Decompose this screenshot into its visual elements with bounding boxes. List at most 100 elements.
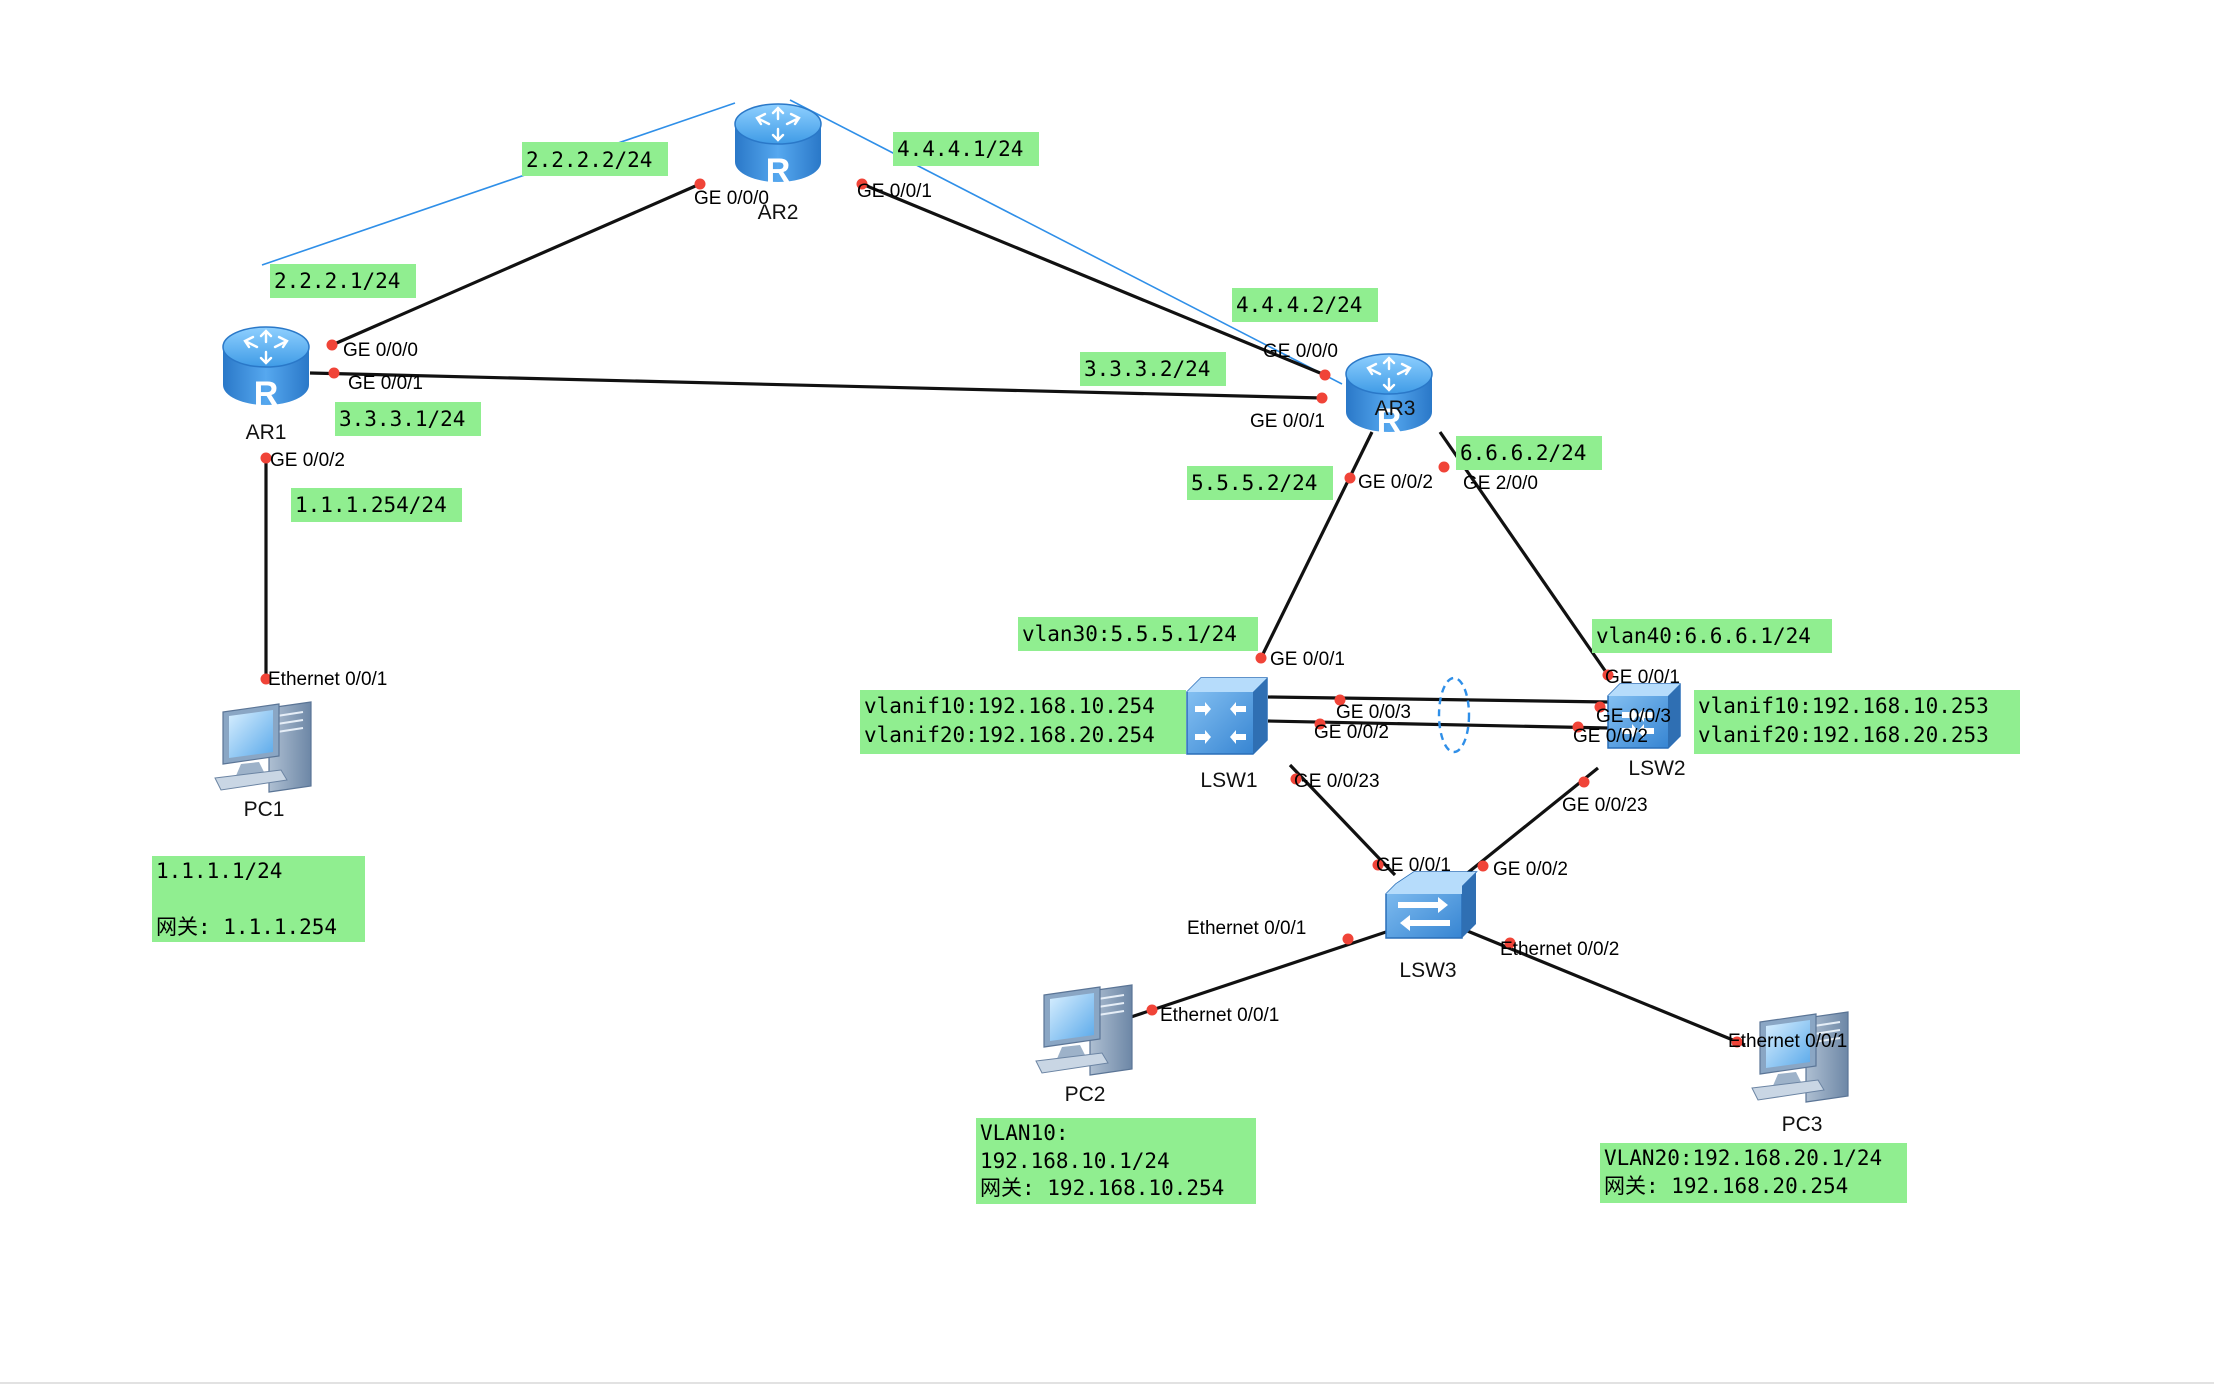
port-label: GE 2/0/0 <box>1463 473 1538 494</box>
layer3-switch-icon <box>1186 677 1268 755</box>
svg-text:R: R <box>254 375 279 413</box>
device-label-lsw2: LSW2 <box>1628 757 1685 780</box>
port-label: GE 0/0/2 <box>270 450 345 471</box>
note-pc1-gateway: 网关: 1.1.1.254 <box>156 915 337 939</box>
port-label: GE 0/0/2 <box>1573 726 1648 747</box>
port-label: GE 0/0/0 <box>343 340 418 361</box>
port-dot <box>1290 773 1302 785</box>
note-box <box>1018 617 1258 651</box>
note-pc1-ip: 1.1.1.1/24 <box>156 859 282 883</box>
link-lsw3-pc2 <box>1127 926 1399 1020</box>
link-lsw1-lsw2-ge003 <box>1267 695 1609 704</box>
note-box <box>1456 436 1602 470</box>
port-label: GE 0/0/1 <box>1605 667 1680 688</box>
port-label: Ethernet 0/0/1 <box>1187 918 1306 939</box>
port-dot <box>1504 937 1516 949</box>
device-label-pc1: PC1 <box>244 798 285 821</box>
note-box <box>1592 619 1832 653</box>
note-ar2-left: 2.2.2.2/24 <box>526 148 652 172</box>
port-label: GE 0/0/23 <box>1562 795 1648 816</box>
note-box <box>976 1118 1256 1204</box>
svg-text:R: R <box>1377 402 1402 440</box>
note-lsw2-vlanif10: vlanif10:192.168.10.253 <box>1698 694 1989 718</box>
port-dot <box>1146 1004 1158 1016</box>
eth-trunk-ellipse <box>1437 676 1471 754</box>
svg-text:R: R <box>766 152 791 190</box>
note-box <box>291 488 462 522</box>
link-lsw3-pc3 <box>1464 928 1746 1047</box>
area-mark-line-left <box>261 102 736 266</box>
port-dot <box>1438 461 1450 473</box>
note-box <box>1694 690 2020 754</box>
port-label: GE 0/0/1 <box>1250 411 1325 432</box>
note-ar3-top: 4.4.4.2/24 <box>1236 293 1362 317</box>
device-label-lsw3: LSW3 <box>1399 959 1456 982</box>
port-label: GE 0/0/3 <box>1596 706 1671 727</box>
device-label-pc2: PC2 <box>1065 1083 1106 1106</box>
pc-icon <box>214 701 312 793</box>
link-ar3-lsw2 <box>1438 431 1610 676</box>
port-dot <box>1372 859 1384 871</box>
router-ar3[interactable]: R <box>1345 353 1433 440</box>
port-dot <box>1344 472 1356 484</box>
link-ar1-ar3 <box>309 371 1323 400</box>
address-notes: 2.2.2.2/24 4.4.4.1/24 2.2.2.1/24 4.4.4.2… <box>152 132 2020 1204</box>
router-ar1[interactable]: R <box>222 326 310 413</box>
port-label: GE 0/0/0 <box>1263 341 1338 362</box>
note-pc2-vlan: VLAN10: <box>980 1121 1069 1145</box>
note-ar1-bottom: 1.1.1.254/24 <box>295 493 447 517</box>
link-lsw1-lsw3 <box>1288 763 1397 877</box>
port-dot <box>1477 860 1489 872</box>
router-icon: R <box>222 326 310 413</box>
note-lsw2-vlanif20: vlanif20:192.168.20.253 <box>1698 723 1989 747</box>
port-label: Ethernet 0/0/1 <box>1728 1031 1847 1052</box>
port-label: GE 0/0/2 <box>1314 722 1389 743</box>
layer2-switch-icon <box>1385 871 1478 939</box>
port-dot <box>1578 776 1590 788</box>
port-label: GE 0/0/3 <box>1336 702 1411 723</box>
router-icon: R <box>734 103 822 190</box>
router-ar2[interactable]: R <box>734 103 822 190</box>
port-dot <box>694 178 706 190</box>
note-ar1-mid: 3.3.3.1/24 <box>339 407 465 431</box>
port-label: GE 0/0/2 <box>1493 859 1568 880</box>
port-label: GE 0/0/1 <box>1376 855 1451 876</box>
device-label-ar2: AR2 <box>758 201 799 224</box>
port-label: GE 0/0/23 <box>1294 771 1380 792</box>
port-dot <box>260 452 272 464</box>
switch-lsw2[interactable] <box>1607 683 1681 749</box>
port-labels: GE 0/0/0 GE 0/0/1 GE 0/0/0 GE 0/0/1 GE 0… <box>268 181 1847 1052</box>
port-dots <box>260 178 1743 1048</box>
port-label: GE 0/0/1 <box>1270 649 1345 670</box>
switch-lsw3[interactable] <box>1385 871 1478 939</box>
port-dot <box>1594 701 1606 713</box>
port-label: GE 0/0/0 <box>694 188 769 209</box>
link-ar2-ar3 <box>861 182 1326 377</box>
switch-lsw1[interactable] <box>1186 677 1268 755</box>
link-ar1-ar2 <box>331 182 701 347</box>
note-pc2-ip: 192.168.10.1/24 <box>980 1149 1170 1173</box>
device-label-ar1: AR1 <box>246 421 287 444</box>
pc-pc3[interactable] <box>1751 1011 1849 1103</box>
note-pc2-gateway: 网关: 192.168.10.254 <box>980 1176 1224 1200</box>
pc-pc1[interactable] <box>214 701 312 793</box>
port-dot <box>1342 933 1354 945</box>
pc-pc2[interactable] <box>1035 984 1133 1076</box>
note-box <box>1232 288 1378 322</box>
layer3-switch-icon <box>1607 683 1681 749</box>
port-label: GE 0/0/1 <box>857 181 932 202</box>
note-ar3-lsw1: 5.5.5.2/24 <box>1191 471 1317 495</box>
note-ar1-top: 2.2.2.1/24 <box>274 269 400 293</box>
device-label-ar3: AR3 <box>1375 397 1416 420</box>
port-label: Ethernet 0/0/1 <box>268 669 387 690</box>
port-label: Ethernet 0/0/1 <box>1160 1005 1279 1026</box>
link-lsw2-lsw3 <box>1463 766 1600 877</box>
port-dot <box>1316 392 1328 404</box>
note-box <box>522 142 668 176</box>
note-box <box>152 856 365 942</box>
port-dot <box>1334 694 1346 706</box>
pc-icon <box>1751 1011 1849 1103</box>
port-dot <box>1602 669 1614 681</box>
note-ar3-left: 3.3.3.2/24 <box>1084 357 1210 381</box>
